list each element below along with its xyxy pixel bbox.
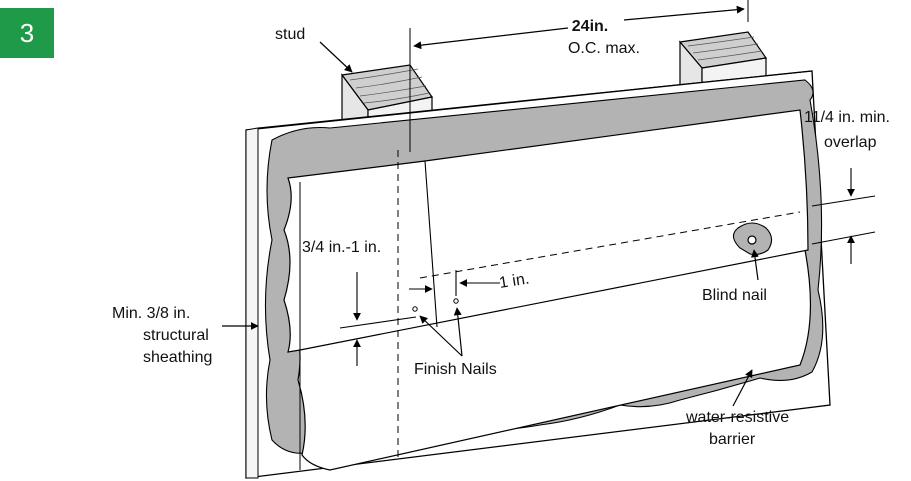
finish-nail-leader-left: [419, 315, 463, 357]
overlap-dimension: [811, 168, 876, 264]
step-number-badge: 3: [0, 8, 54, 58]
spacing-note-label: O.C. max.: [568, 40, 640, 57]
spacing-value-label: 24in.: [572, 18, 608, 35]
reveal-label: 3/4 in.-1 in.: [302, 239, 381, 256]
blind-nail: [747, 235, 757, 245]
sheathing-label-line3: sheathing: [143, 349, 212, 366]
finish-nail-right: [453, 298, 459, 304]
sheathing-label-line2: structural: [143, 327, 209, 344]
stud-leader: [319, 41, 353, 73]
overlap-label-line2: overlap: [824, 134, 877, 151]
finish-nail-left: [412, 306, 418, 312]
edge-distance-label: 1 in.: [498, 270, 531, 292]
siding-board-upper: [283, 109, 809, 353]
stud-spacing-dimension: [413, 5, 745, 50]
barrier-leader: [732, 369, 753, 407]
overlap-label-line1: 11/4 in. min.: [804, 109, 890, 126]
blind-nail-cutout: [732, 222, 773, 256]
reveal-dimension: [339, 272, 417, 366]
barrier-label-line2: barrier: [709, 431, 756, 448]
finish-nail-leader-right: [453, 307, 463, 357]
blind-nail-leader: [750, 249, 759, 281]
butt-joint: [424, 160, 438, 328]
step-number: 3: [19, 17, 35, 48]
sheathing-label-line1: Min. 3/8 in.: [112, 305, 190, 322]
blind-nail-label: Blind nail: [702, 287, 767, 304]
edge-distance-dimension: [409, 270, 500, 296]
stud-right: [678, 31, 768, 91]
stud-label: stud: [275, 26, 305, 43]
finish-nails-label: Finish Nails: [414, 361, 497, 378]
barrier-label-line1: water-resistive: [685, 409, 789, 426]
